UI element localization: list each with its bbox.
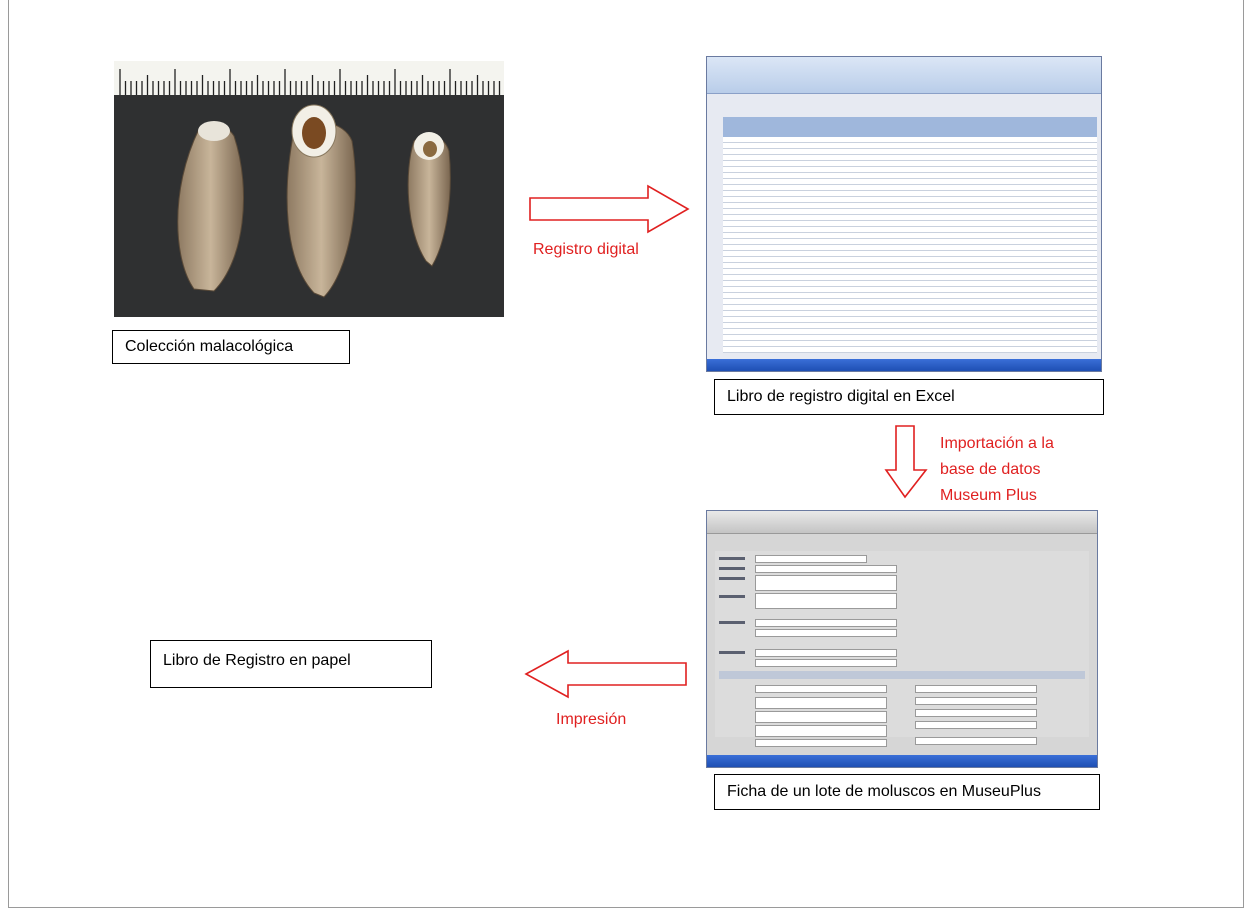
excel-screenshot bbox=[706, 56, 1102, 372]
windows-taskbar-2 bbox=[707, 755, 1097, 767]
ruler bbox=[114, 61, 504, 95]
excel-grid bbox=[723, 137, 1097, 353]
impresion-text: Impresión bbox=[556, 711, 627, 728]
museumplus-toolbar bbox=[707, 511, 1097, 534]
shells-drawing bbox=[177, 104, 451, 298]
arrow-impresion bbox=[524, 649, 687, 699]
ficha-label: Ficha de un lote de moluscos en MuseuPlu… bbox=[714, 774, 1100, 810]
importacion-line-1: Importación a la bbox=[940, 435, 1054, 452]
excel-ribbon bbox=[707, 57, 1101, 94]
importacion-line-2: base de datos bbox=[940, 461, 1041, 478]
excel-header-row bbox=[723, 117, 1097, 137]
ruler-ticks bbox=[119, 69, 501, 95]
museumplus-form bbox=[715, 551, 1089, 747]
museumplus-screenshot bbox=[706, 510, 1098, 768]
importacion-line-3: Museum Plus bbox=[940, 487, 1037, 504]
windows-taskbar bbox=[707, 359, 1101, 371]
diagram-frame bbox=[8, 0, 1244, 908]
arrow-registro-digital bbox=[529, 184, 690, 234]
arrow-importacion bbox=[884, 425, 928, 499]
coleccion-label: Colección malacológica bbox=[112, 330, 350, 364]
shell-collection-photo bbox=[114, 61, 504, 317]
libro-papel-label: Libro de Registro en papel bbox=[150, 640, 432, 688]
libro-excel-label: Libro de registro digital en Excel bbox=[714, 379, 1104, 415]
registro-digital-text: Registro digital bbox=[533, 241, 639, 258]
